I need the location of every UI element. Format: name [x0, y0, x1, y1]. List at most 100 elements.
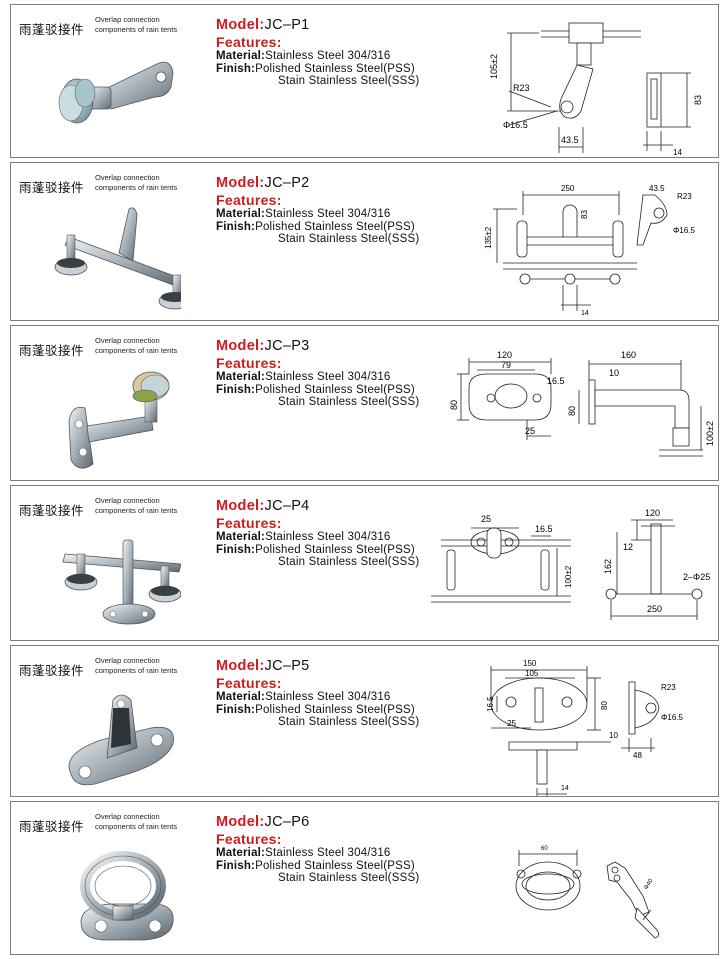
finish-line-2: Stain Stainless Steel(SSS) — [278, 556, 420, 568]
finish-value: Polished Stainless Steel(PSS) — [255, 62, 415, 75]
dim-label: 250 — [647, 604, 662, 614]
cn-title: 雨蓬驳接件 — [19, 180, 85, 195]
model-value: JC–P5 — [264, 658, 310, 674]
model-label: Model: — [216, 814, 265, 830]
dim-label: 79 — [501, 360, 511, 370]
model-value: JC–P6 — [264, 814, 310, 830]
dim-label: 14 — [581, 310, 589, 317]
en-subtitle-line2: components of rain tents — [95, 346, 178, 355]
dim-label: 14 — [561, 785, 569, 792]
en-subtitle-line1: Overlap connection — [95, 336, 160, 345]
product-row-p2: 雨蓬驳接件 Overlap connection components of r… — [10, 162, 719, 321]
dim-label: 100±2 — [705, 421, 715, 446]
en-subtitle: Overlap connection components of rain te… — [95, 496, 177, 516]
material-line: Material:Stainless Steel 304/316 — [216, 50, 419, 63]
dim-label: 83 — [580, 210, 589, 219]
model-line: Model:JC–P3 — [216, 338, 419, 355]
finish-line: Finish:Polished Stainless Steel(PSS) — [216, 63, 419, 76]
cn-title: 雨蓬驳接件 — [19, 819, 85, 834]
dim-label: R23 — [661, 683, 676, 692]
dim-label: Φ16.5 — [661, 713, 684, 722]
dim-label: 150 — [523, 659, 537, 668]
en-subtitle-line2: components of rain tents — [95, 183, 178, 192]
dim-label: 80 — [600, 701, 609, 710]
spec-block: Model:JC–P6 Features: Material:Stainless… — [216, 814, 419, 885]
dim-label: 120 — [497, 350, 512, 360]
dim-label: 16.5 — [535, 524, 553, 534]
en-subtitle: Overlap connection components of rain te… — [95, 336, 177, 356]
material-label: Material: — [216, 50, 266, 62]
product-row-p3: 雨蓬驳接件 Overlap connection components of r… — [10, 325, 719, 481]
dim-label: 120 — [645, 508, 660, 518]
en-subtitle-line2: components of rain tents — [95, 25, 178, 34]
material-label: Material: — [216, 208, 266, 220]
dim-label: Φ16.5 — [673, 226, 696, 235]
en-subtitle-line2: components of rain tents — [95, 506, 178, 515]
finish-line-2: Stain Stainless Steel(SSS) — [278, 233, 420, 245]
dim-label: 16.5 — [486, 696, 495, 712]
material-value: Stainless Steel 304/316 — [265, 208, 391, 220]
dim-label: 14 — [673, 148, 682, 157]
features-heading: Features: — [216, 355, 282, 371]
material-line: Material:Stainless Steel 304/316 — [216, 691, 419, 704]
finish-line-2: Stain Stainless Steel(SSS) — [278, 75, 420, 87]
dim-label: 12 — [623, 542, 633, 552]
product-row-p1: 雨蓬驳接件 Overlap connection components of r… — [10, 4, 719, 158]
dim-label: 105±2 — [489, 54, 499, 79]
dim-label: 250 — [561, 184, 575, 193]
finish-label: Finish: — [216, 859, 256, 872]
en-subtitle-line1: Overlap connection — [95, 173, 160, 182]
en-subtitle: Overlap connection components of rain te… — [95, 656, 177, 676]
product-row-p5: 雨蓬驳接件 Overlap connection components of r… — [10, 645, 719, 797]
en-subtitle: Overlap connection components of rain te… — [95, 812, 177, 832]
finish-line: Finish:Polished Stainless Steel(PSS) — [216, 544, 419, 557]
dim-label: 25 — [525, 426, 535, 436]
finish-label: Finish: — [216, 62, 256, 75]
dim-label: 43.5 — [649, 184, 665, 193]
dim-label: 10 — [609, 731, 618, 740]
model-value: JC–P3 — [264, 338, 310, 354]
material-value: Stainless Steel 304/316 — [265, 691, 391, 703]
finish-value: Polished Stainless Steel(PSS) — [255, 220, 415, 233]
product-photo-p6 — [80, 851, 174, 941]
dim-label: 162 — [603, 559, 613, 574]
finish-line: Finish:Polished Stainless Steel(PSS) — [216, 384, 419, 397]
model-label: Model: — [216, 658, 265, 674]
spec-block: Model:JC–P1 Features: Material:Stainless… — [216, 17, 419, 88]
dim-label: 105 — [525, 669, 539, 678]
model-value: JC–P1 — [264, 17, 310, 33]
drawing-p4: 25 16.5 100±2 120 12 162 2–Φ25 250 — [431, 508, 710, 620]
dim-label: Φ16.5 — [503, 120, 528, 130]
model-line: Model:JC–P5 — [216, 658, 419, 675]
model-label: Model: — [216, 175, 265, 191]
dim-label: 80 — [449, 400, 459, 410]
finish-label: Finish: — [216, 703, 256, 716]
drawing-p1: 105±2 R23 Φ16.5 43.5 83 14 — [489, 22, 703, 157]
drawing-p3: 120 79 16.5 80 25 160 10 80 100±2 — [449, 350, 715, 457]
model-label: Model: — [216, 17, 265, 33]
model-line: Model:JC–P2 — [216, 175, 419, 192]
drawing-p5: 150 105 16.5 80 25 R23 Φ16.5 10 48 14 — [486, 659, 684, 796]
en-subtitle-line1: Overlap connection — [95, 656, 160, 665]
model-label: Model: — [216, 498, 265, 514]
drawing-p2: 250 83 135±2 43.5 R23 Φ16.5 14 — [484, 184, 696, 317]
en-subtitle-line1: Overlap connection — [95, 15, 160, 24]
en-subtitle-line1: Overlap connection — [95, 812, 160, 821]
finish-line: Finish:Polished Stainless Steel(PSS) — [216, 221, 419, 234]
product-photo-p3 — [68, 371, 170, 469]
model-line: Model:JC–P1 — [216, 17, 419, 34]
cn-title: 雨蓬驳接件 — [19, 663, 85, 678]
product-photo-p5 — [68, 694, 174, 786]
drawing-p6: 60 Φ40 — [515, 846, 659, 939]
dim-label: 60 — [541, 846, 548, 852]
cn-title: 雨蓬驳接件 — [19, 503, 85, 518]
model-line: Model:JC–P6 — [216, 814, 419, 831]
dim-label: 160 — [621, 350, 636, 360]
features-heading: Features: — [216, 831, 282, 847]
finish-line-2: Stain Stainless Steel(SSS) — [278, 716, 420, 728]
finish-line: Finish:Polished Stainless Steel(PSS) — [216, 860, 419, 873]
finish-value: Polished Stainless Steel(PSS) — [255, 859, 415, 872]
dim-label: R23 — [513, 83, 530, 93]
dim-label: 83 — [693, 95, 703, 105]
spec-block: Model:JC–P2 Features: Material:Stainless… — [216, 175, 419, 246]
